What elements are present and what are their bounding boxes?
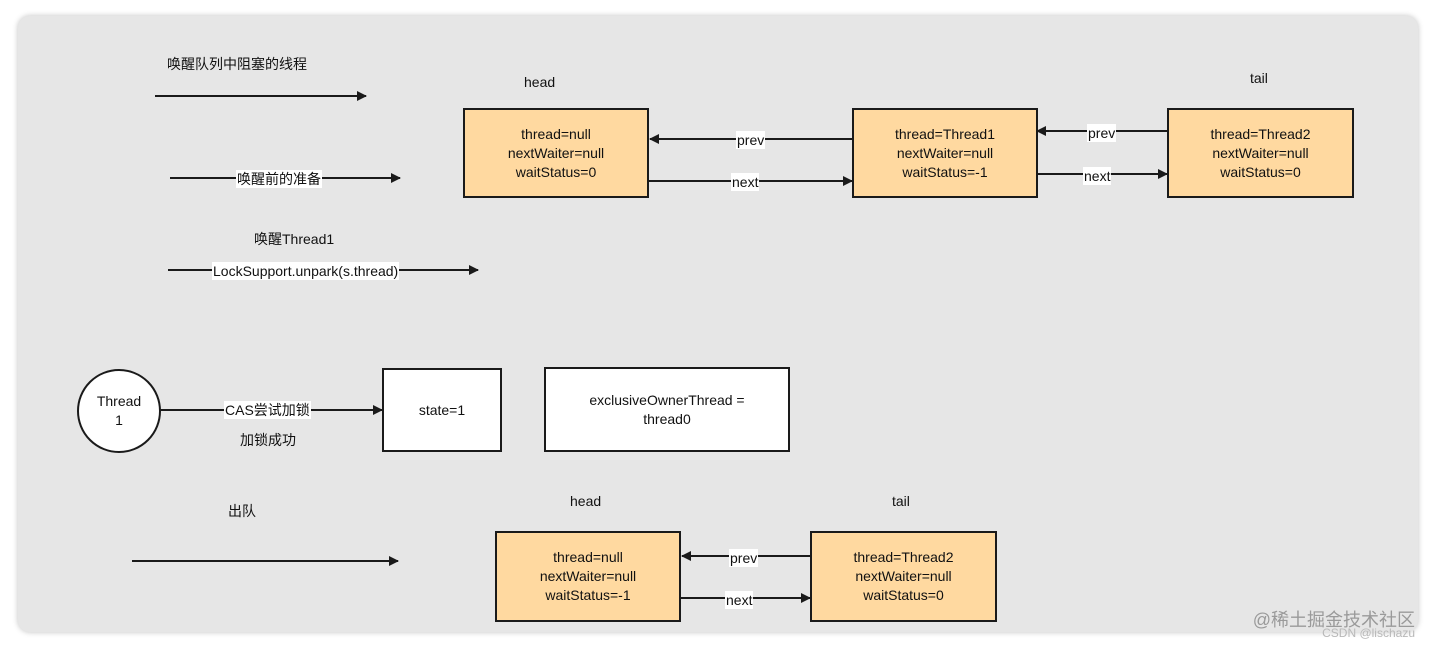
owner-thread-box: exclusiveOwnerThread = thread0 bbox=[544, 367, 790, 452]
step-label-wake-thread1: 唤醒Thread1 bbox=[254, 231, 335, 247]
top-tail-label: tail bbox=[1250, 70, 1268, 86]
top-node-thread1: thread=Thread1 nextWaiter=null waitStatu… bbox=[852, 108, 1038, 198]
node-next-waiter: nextWaiter=null bbox=[896, 144, 994, 161]
step-label-cas: CAS尝试加锁 bbox=[224, 401, 311, 419]
thread1-circle: Thread 1 bbox=[77, 369, 161, 453]
thread-circle-line1: Thread bbox=[96, 393, 142, 409]
node-thread: thread=null bbox=[553, 549, 623, 565]
node-thread: thread=Thread1 bbox=[894, 125, 996, 142]
owner-line2: thread0 bbox=[643, 410, 691, 427]
top-prev-label-1: prev bbox=[736, 131, 766, 149]
node-wait-status: waitStatus=0 bbox=[1220, 163, 1301, 180]
node-wait-status: waitStatus=0 bbox=[863, 587, 944, 603]
top-node-tail: thread=Thread2 nextWaiter=null waitStatu… bbox=[1167, 108, 1354, 198]
top-node-head: thread=null nextWaiter=null waitStatus=0 bbox=[463, 108, 649, 198]
top-head-label: head bbox=[524, 74, 556, 90]
node-next-waiter: nextWaiter=null bbox=[539, 568, 637, 584]
top-next-label-1: next bbox=[731, 173, 760, 191]
step-label-lock-success: 加锁成功 bbox=[240, 432, 296, 448]
node-next-waiter: nextWaiter=null bbox=[507, 144, 605, 161]
bottom-node-tail: thread=Thread2 nextWaiter=null waitStatu… bbox=[810, 531, 997, 622]
state-value: state=1 bbox=[418, 401, 466, 418]
bottom-node-head: thread=null nextWaiter=null waitStatus=-… bbox=[495, 531, 681, 622]
step-label-dequeue: 出队 bbox=[228, 503, 256, 519]
node-thread: thread=Thread2 bbox=[853, 549, 954, 565]
top-prev-label-2: prev bbox=[1087, 124, 1117, 142]
bottom-tail-label: tail bbox=[892, 493, 910, 509]
node-wait-status: waitStatus=-1 bbox=[902, 163, 988, 180]
node-wait-status: waitStatus=0 bbox=[515, 163, 597, 180]
state-box: state=1 bbox=[382, 368, 502, 452]
watermark-csdn: CSDN @lischazu bbox=[1322, 626, 1415, 640]
node-next-waiter: nextWaiter=null bbox=[855, 568, 952, 584]
node-wait-status: waitStatus=-1 bbox=[545, 587, 631, 603]
owner-line1: exclusiveOwnerThread = bbox=[589, 391, 745, 408]
thread-circle-line2: 1 bbox=[115, 412, 123, 428]
node-next-waiter: nextWaiter=null bbox=[1212, 144, 1309, 161]
step-label-wake-blocked: 唤醒队列中阻塞的线程 bbox=[167, 56, 307, 72]
bottom-prev-label: prev bbox=[729, 549, 759, 567]
watermark-juejin: @稀土掘金技术社区 bbox=[1252, 610, 1415, 630]
node-thread: thread=Thread2 bbox=[1210, 125, 1311, 142]
node-thread: thread=null bbox=[521, 125, 591, 142]
step-label-prepare: 唤醒前的准备 bbox=[236, 170, 322, 188]
bottom-next-label: next bbox=[725, 591, 754, 609]
step-label-unpark: LockSupport.unpark(s.thread) bbox=[212, 262, 400, 280]
top-next-label-2: next bbox=[1083, 167, 1112, 185]
bottom-head-label: head bbox=[570, 493, 602, 509]
